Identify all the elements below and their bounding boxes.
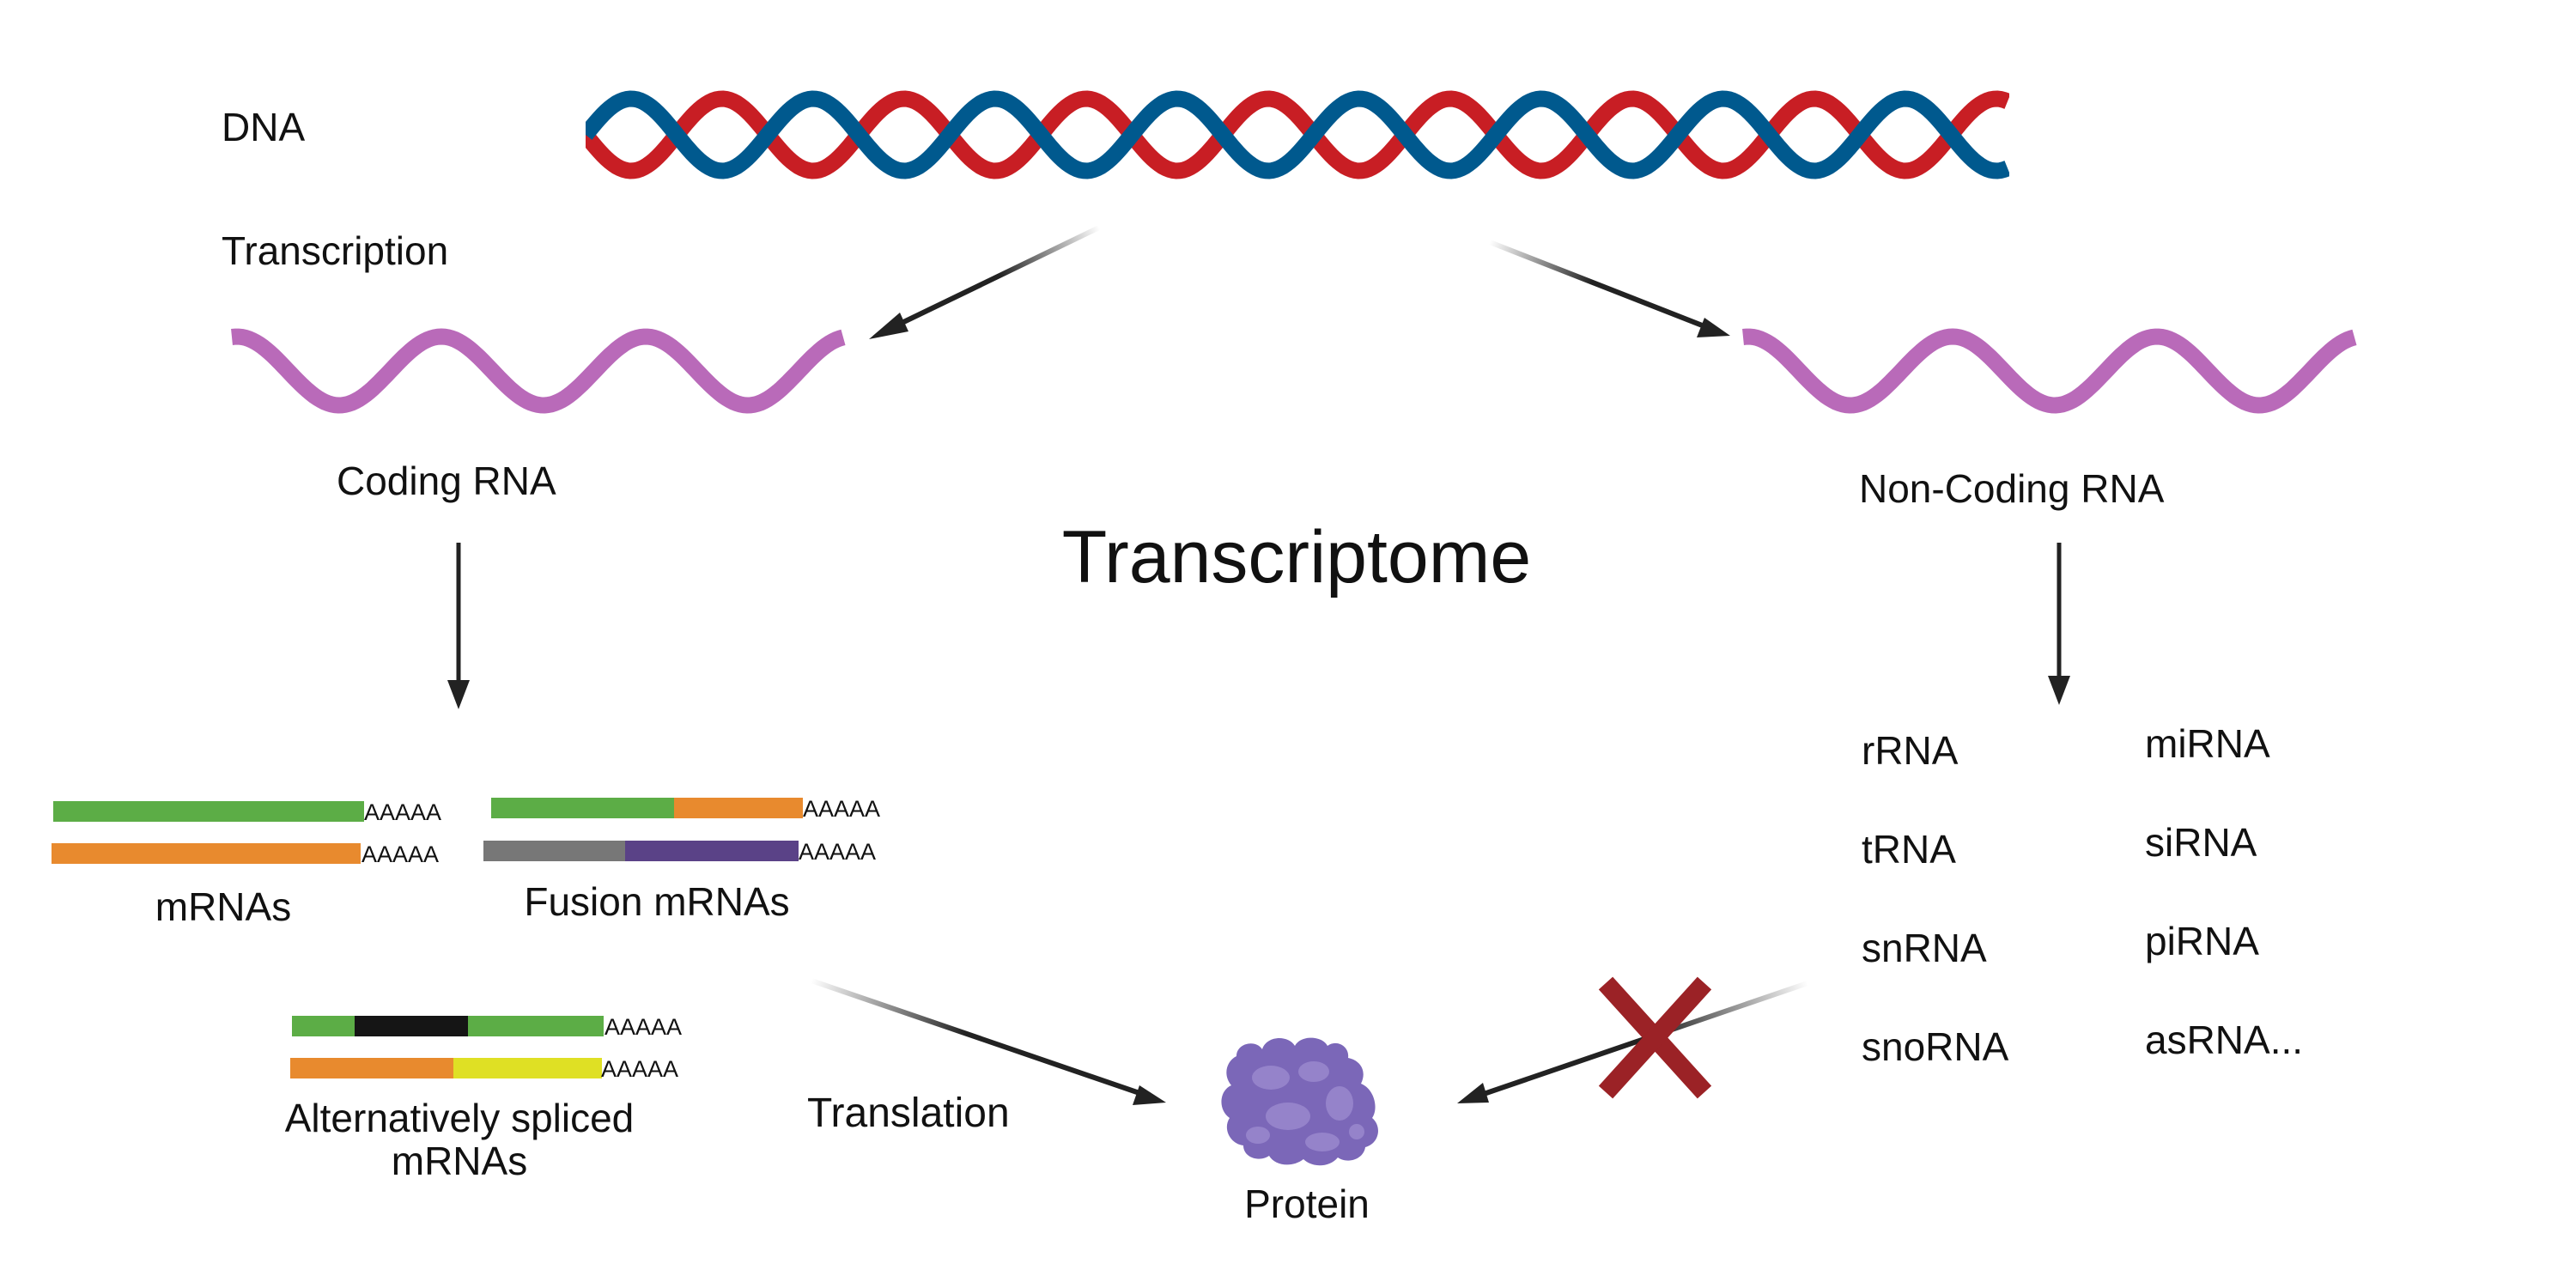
arrow-dna-to-noncoding xyxy=(1488,240,1730,337)
translation-label: Translation xyxy=(807,1091,1010,1136)
poly-a-tail: AAAAA xyxy=(803,796,880,822)
fusion-bar-purple xyxy=(625,841,799,861)
poly-a-tail: AAAAA xyxy=(799,839,876,865)
mrna-bar-green xyxy=(53,801,364,822)
fusion-bar-orange xyxy=(674,798,803,818)
blocked-cross-icon xyxy=(1598,976,1712,1099)
poly-a-tail: AAAAA xyxy=(605,1014,682,1040)
ncrna-type: snoRNA xyxy=(1862,1024,2009,1069)
poly-a-tail: AAAAA xyxy=(361,841,439,867)
transcription-label: Transcription xyxy=(222,228,448,273)
arrow-coding-down xyxy=(447,543,470,709)
arrow-translation xyxy=(811,978,1166,1105)
alt-spliced-label: Alternatively spliced xyxy=(285,1096,635,1140)
ncrna-type: rRNA xyxy=(1862,728,1959,773)
ncrna-type: tRNA xyxy=(1862,827,1956,872)
ncrna-type: asRNA... xyxy=(2145,1018,2303,1062)
ncrna-type: miRNA xyxy=(2145,721,2270,766)
coding-rna-icon xyxy=(231,328,846,414)
noncoding-rna-icon xyxy=(1742,328,2357,414)
protein-icon xyxy=(1221,1037,1378,1166)
ncrna-types-right: miRNA siRNA piRNA asRNA... xyxy=(2145,721,2303,1062)
ncrna-type: snRNA xyxy=(1862,926,1987,970)
protein-label: Protein xyxy=(1244,1182,1370,1226)
ncrna-type: siRNA xyxy=(2145,820,2257,865)
spliced-bar-yellow xyxy=(453,1058,602,1078)
alt-spliced-label-line2: mRNAs xyxy=(392,1139,527,1183)
poly-a-tail: AAAAA xyxy=(601,1056,678,1082)
ncrna-types-left: rRNA tRNA snRNA snoRNA xyxy=(1862,728,2009,1069)
fusion-mrnas-label: Fusion mRNAs xyxy=(524,879,789,924)
page-title: Transcriptome xyxy=(1062,516,1531,598)
arrow-dna-to-coding xyxy=(869,225,1101,339)
dna-helix-icon xyxy=(586,90,2009,179)
dna-strand-blue xyxy=(586,90,2009,179)
mrna-bar-orange xyxy=(52,843,361,864)
fusion-bar-green xyxy=(491,798,674,818)
spliced-exon-black xyxy=(355,1016,468,1036)
spliced-bar-orange xyxy=(290,1058,453,1078)
ncrna-type: piRNA xyxy=(2145,919,2259,963)
coding-rna-label: Coding RNA xyxy=(337,459,556,503)
fusion-bar-gray xyxy=(483,841,625,861)
non-coding-rna-label: Non-Coding RNA xyxy=(1859,466,2165,511)
mrna-group: AAAAA AAAAA mRNAs xyxy=(52,799,441,929)
alt-spliced-group: AAAAA AAAAA Alternatively spliced mRNAs xyxy=(285,1014,682,1183)
mrnas-label: mRNAs xyxy=(155,884,291,929)
arrow-noncoding-down xyxy=(2048,543,2070,705)
dna-label: DNA xyxy=(222,105,305,149)
poly-a-tail: AAAAA xyxy=(364,799,441,825)
fusion-mrna-group: AAAAA AAAAA Fusion mRNAs xyxy=(483,796,880,924)
